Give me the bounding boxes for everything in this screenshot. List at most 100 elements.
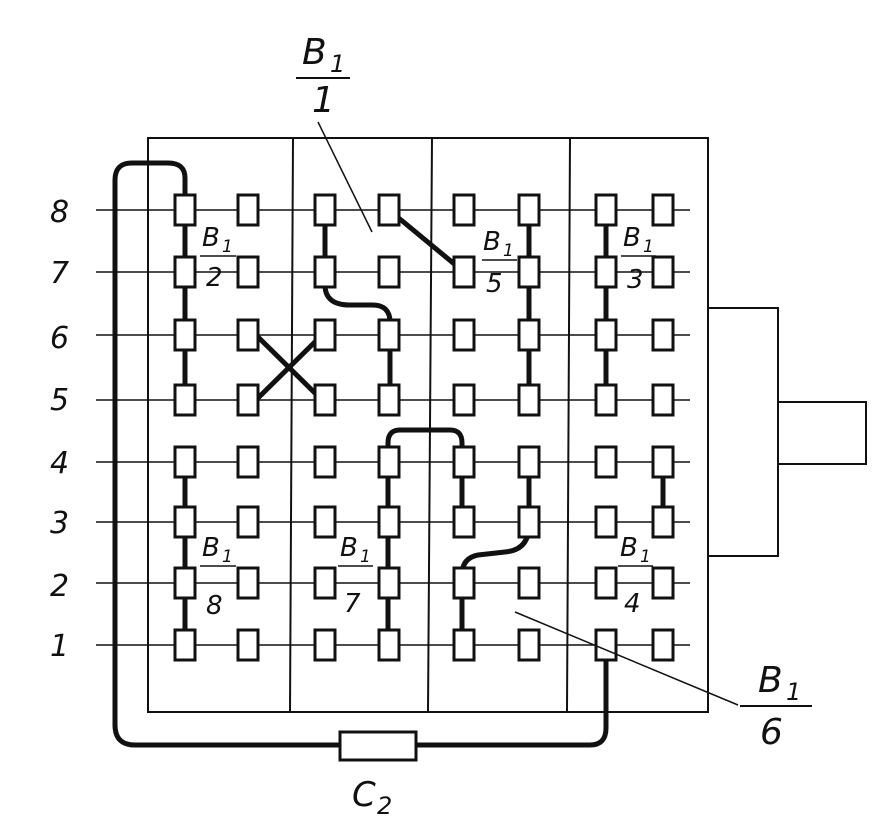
section-label-b1-4: B 1 4 (618, 533, 653, 619)
label-b1-8-sub: 1 (222, 547, 233, 567)
contact-pad-r5-c3 (313, 383, 337, 417)
contact-pad-r2-c6 (517, 566, 541, 600)
label-b1-1-leader (317, 121, 373, 233)
label-b1-2-sub: 1 (222, 237, 233, 257)
label-b1-7-bottom: 7 (344, 589, 361, 619)
contact-pad-r1-c5 (452, 628, 476, 662)
switch-shaft (777, 401, 867, 465)
capacitor-label-sub: 2 (377, 792, 392, 820)
contact-pad-r1-c2 (236, 628, 260, 662)
contact-pad-r3-c7 (594, 505, 618, 539)
contact-pad-r8-c5 (452, 193, 476, 227)
contact-pad-r4-c1 (173, 445, 197, 479)
row-label-7: 7 (50, 256, 69, 291)
label-b1-6-top: B (758, 660, 783, 701)
label-b1-2-top: B (202, 223, 220, 253)
label-b1-7-top: B (340, 533, 358, 563)
contact-pad-r8-c6 (517, 193, 541, 227)
contact-pad-r1-c4 (377, 628, 401, 662)
contact-pad-r4-c3 (313, 445, 337, 479)
wire-loop-right (413, 642, 609, 748)
contact-pad-r5-c4 (377, 383, 401, 417)
row-labels: 8 7 6 5 4 3 2 1 (50, 195, 69, 664)
capacitor-label: C (352, 775, 376, 815)
contact-pad-r5-c6 (517, 383, 541, 417)
wire-loop-left (112, 160, 343, 748)
contact-pad-r5-c7 (594, 383, 618, 417)
contact-pad-r6-c6 (517, 318, 541, 352)
contact-pad-r2-c5 (452, 566, 476, 600)
section-label-b1-8: B 1 8 (200, 533, 236, 621)
wafer-divider-2 (427, 137, 433, 713)
contact-pad-r1-c6 (517, 628, 541, 662)
contact-pad-r1-c7 (594, 628, 618, 662)
contact-pad-r5-c8 (651, 383, 675, 417)
section-label-b1-6: B 1 6 (514, 611, 812, 753)
contact-pad-r1-c1 (173, 628, 197, 662)
contact-pad-r4-c7 (594, 445, 618, 479)
contact-pad-r5-c1 (173, 383, 197, 417)
contact-pad-r3-c6 (517, 505, 541, 539)
contact-pads (173, 193, 675, 662)
section-label-b1-1: B 1 1 (296, 32, 373, 233)
label-b1-6-leader (514, 611, 739, 706)
wiring (112, 160, 666, 748)
contact-pad-r6-c5 (452, 318, 476, 352)
contact-pad-r8-c8 (651, 193, 675, 227)
contact-pad-r7-c1 (173, 255, 197, 289)
contact-pad-r8-c2 (236, 193, 260, 227)
row-label-4: 4 (50, 446, 69, 481)
contact-pad-r3-c4 (377, 505, 401, 539)
label-b1-3-bottom: 3 (627, 265, 644, 295)
contact-pad-r1-c3 (313, 628, 337, 662)
switch-bushing (707, 307, 779, 557)
contact-pad-r5-c2 (236, 383, 260, 417)
contact-pad-r6-c2 (236, 318, 260, 352)
label-b1-4-bottom: 4 (624, 589, 641, 619)
contact-pad-r6-c1 (173, 318, 197, 352)
wire-w3-lower (459, 457, 532, 648)
wire-w2-upper (322, 207, 393, 403)
contact-pad-r2-c2 (236, 566, 260, 600)
label-b1-1-top: B (302, 32, 327, 73)
contact-pad-r8-c3 (313, 193, 337, 227)
contact-pad-r6-c4 (377, 318, 401, 352)
wire-w2-bridge (385, 427, 465, 525)
label-b1-6-sub: 1 (786, 678, 801, 706)
contact-pad-r4-c6 (517, 445, 541, 479)
contact-pad-r7-c2 (236, 255, 260, 289)
row-label-5: 5 (50, 383, 69, 418)
label-b1-5-sub: 1 (503, 241, 514, 261)
label-b1-8-bottom: 8 (206, 591, 223, 621)
contact-pad-r6-c7 (594, 318, 618, 352)
label-b1-6-bottom: 6 (760, 712, 783, 753)
contact-pad-r8-c1 (173, 193, 197, 227)
contact-pad-r3-c3 (313, 505, 337, 539)
section-label-b1-7: B 1 7 (338, 533, 373, 619)
capacitor-c2 (338, 730, 418, 762)
label-b1-4-top: B (620, 533, 638, 563)
contact-pad-r7-c5 (452, 255, 476, 289)
contact-pad-r7-c6 (517, 255, 541, 289)
contact-pad-r3-c5 (452, 505, 476, 539)
label-b1-3-sub: 1 (643, 237, 654, 257)
label-b1-5-top: B (483, 227, 501, 257)
row-label-6: 6 (50, 321, 69, 356)
label-b1-4-sub: 1 (640, 547, 651, 567)
contact-pad-r8-c7 (594, 193, 618, 227)
contact-pad-r3-c2 (236, 505, 260, 539)
contact-pad-r3-c1 (173, 505, 197, 539)
contact-pad-r2-c7 (594, 566, 618, 600)
section-label-b1-5: B 1 5 (482, 227, 517, 299)
contact-pad-r6-c3 (313, 318, 337, 352)
contact-pad-r4-c5 (452, 445, 476, 479)
row-label-1: 1 (50, 629, 69, 664)
contact-pad-r1-c8 (651, 628, 675, 662)
contact-pad-r7-c4 (377, 255, 401, 289)
section-label-b1-2: B 1 2 (200, 223, 236, 293)
contact-pad-r8-c4 (377, 193, 401, 227)
label-b1-8-top: B (202, 533, 220, 563)
contact-pad-r4-c4 (377, 445, 401, 479)
switch-body (147, 137, 867, 713)
